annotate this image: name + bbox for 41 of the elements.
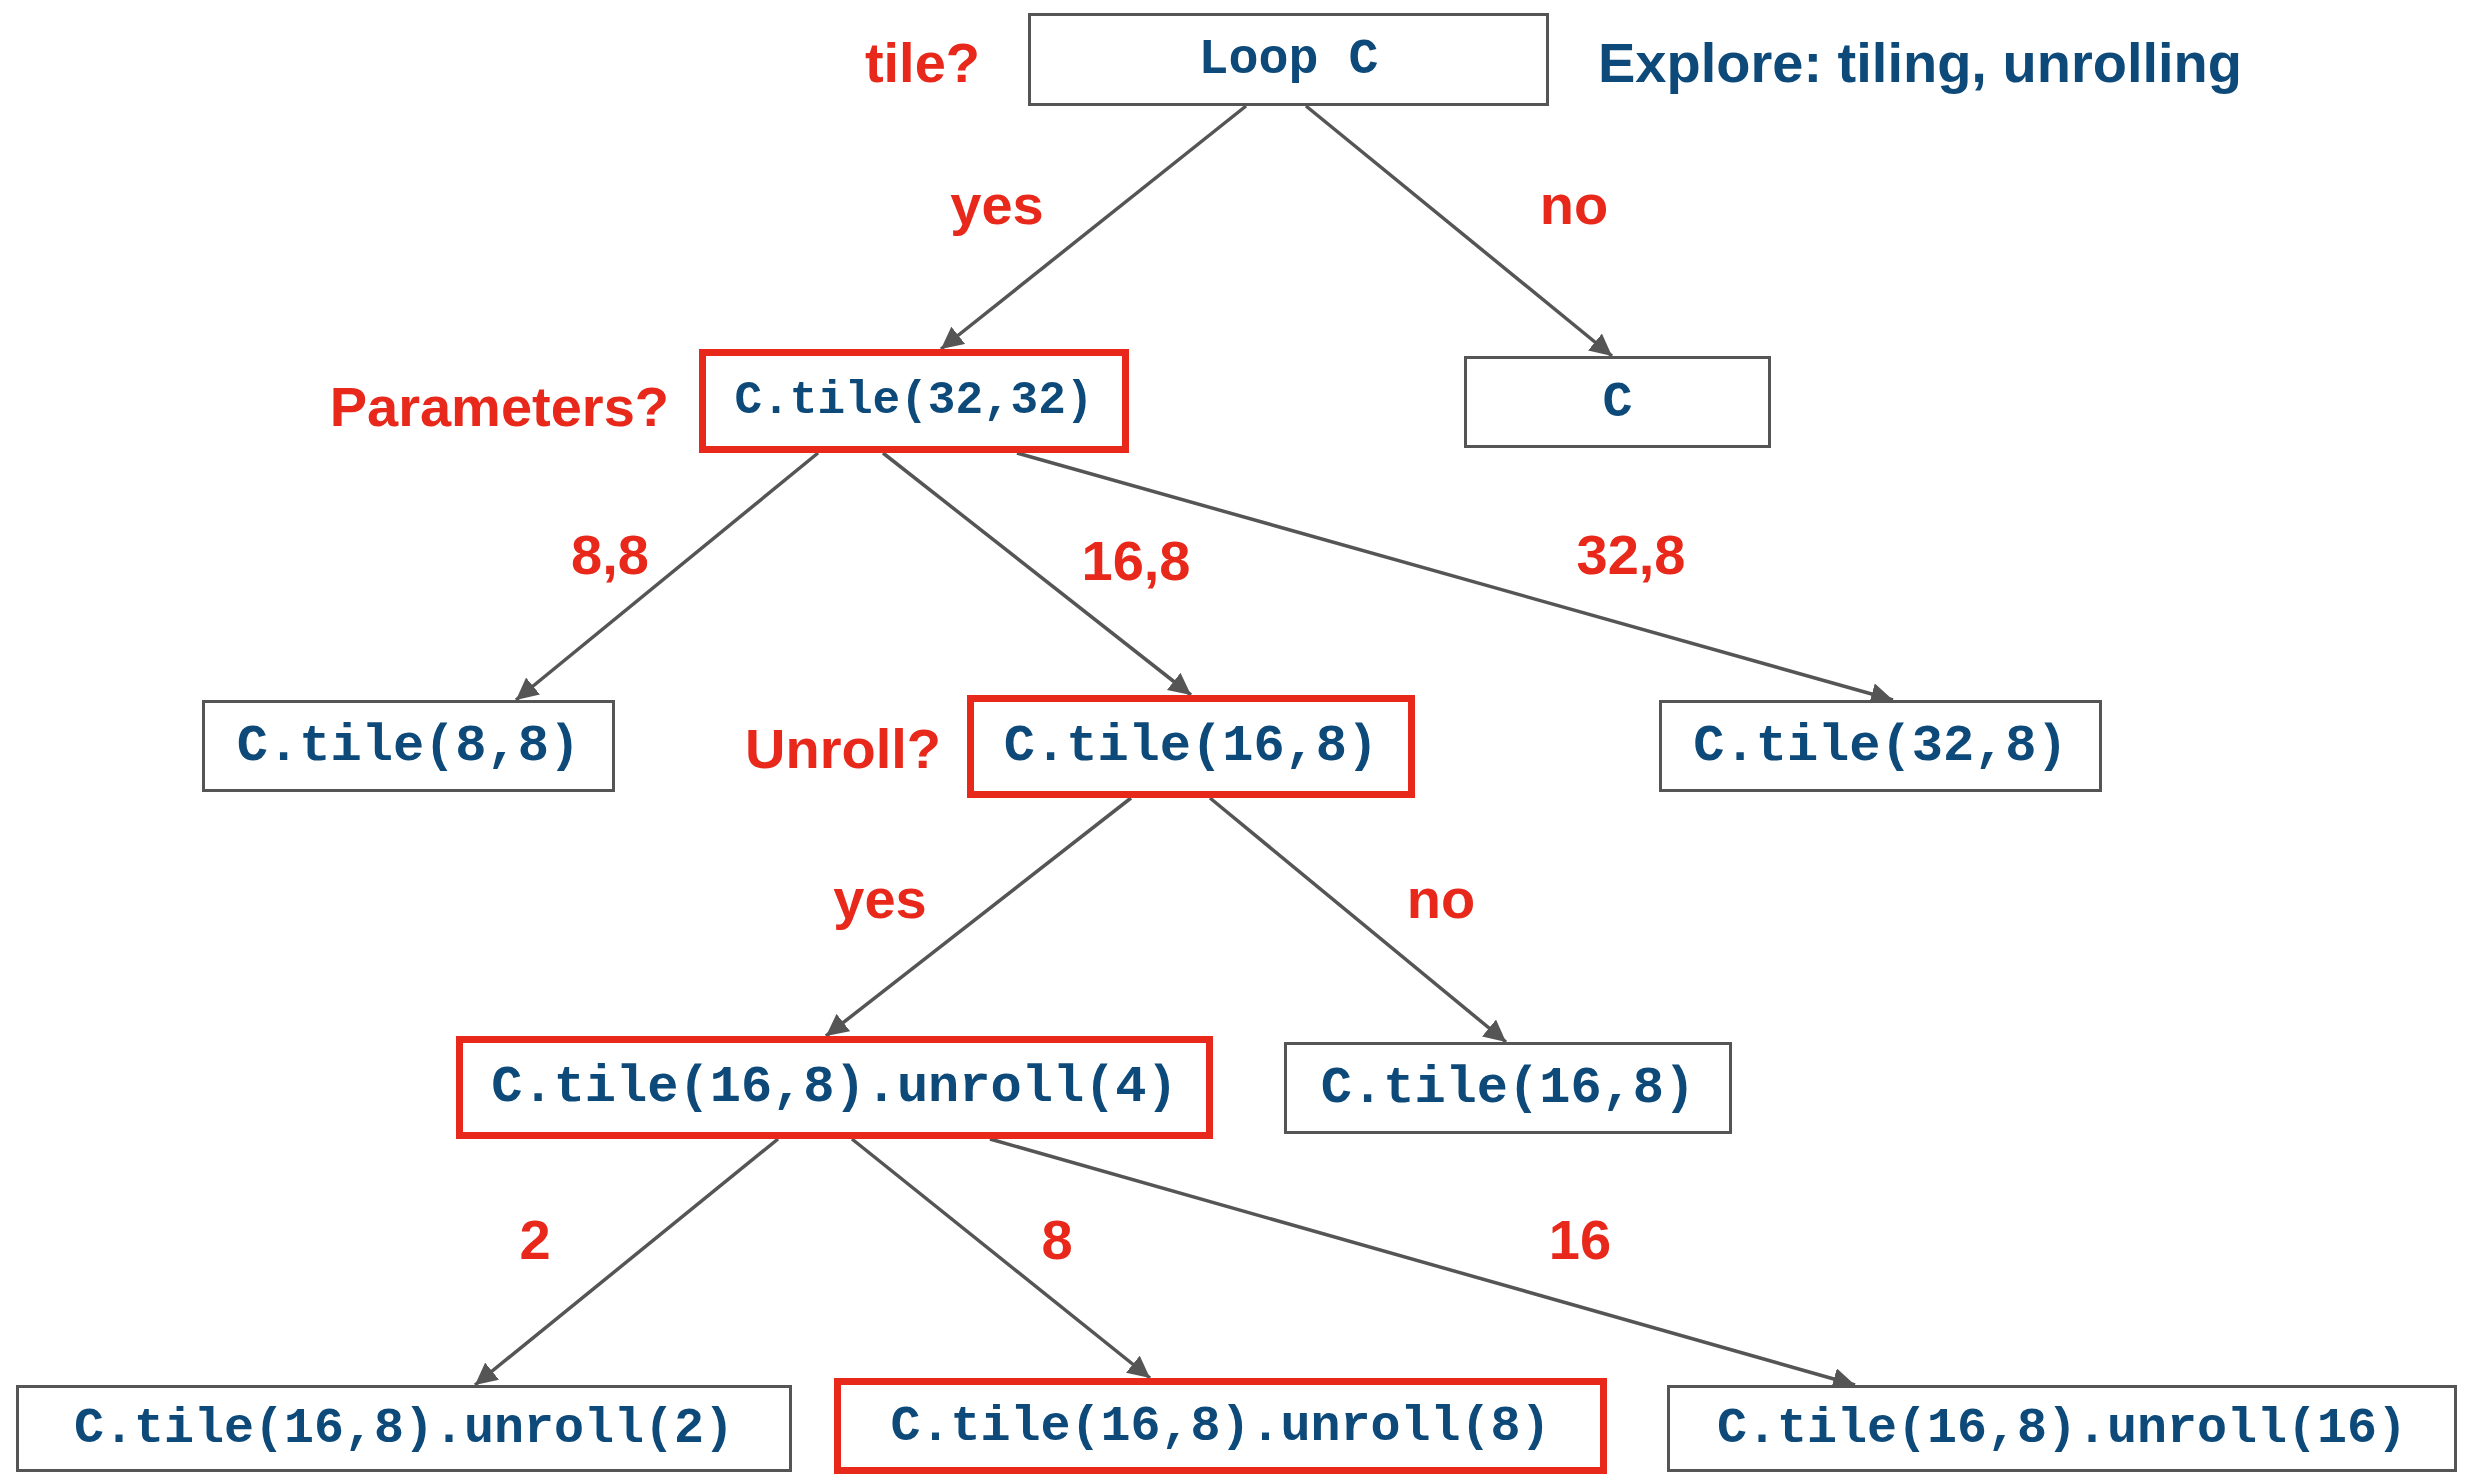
edge-label: 8,8 bbox=[571, 527, 649, 583]
edge-label: no bbox=[1539, 177, 1609, 233]
arrow bbox=[473, 1137, 780, 1387]
arrow bbox=[1304, 104, 1614, 358]
code-text: C bbox=[1602, 373, 1633, 431]
code-box bbox=[1659, 700, 2102, 792]
edge-label: 16,8 bbox=[1081, 533, 1191, 589]
code-text: C.tile(16,8) bbox=[1320, 1058, 1696, 1118]
code-text: C.tile(8,8) bbox=[236, 716, 581, 776]
arrow bbox=[824, 796, 1133, 1038]
edge-label: 8 bbox=[1041, 1212, 1073, 1268]
code-box bbox=[1464, 356, 1771, 448]
code-box bbox=[1028, 13, 1549, 106]
code-text: C.tile(16,8).unroll(16) bbox=[1716, 1400, 2408, 1457]
code-box bbox=[16, 1385, 792, 1472]
highlighted-code-box bbox=[456, 1036, 1213, 1139]
code-box bbox=[1284, 1042, 1732, 1134]
code-text: C.tile(16,8).unroll(8) bbox=[890, 1397, 1551, 1455]
arrow bbox=[850, 1137, 1152, 1380]
code-text: C.tile(16,8) bbox=[1003, 717, 1379, 776]
code-text: C.tile(32,32) bbox=[734, 375, 1094, 427]
edge-label: 32,8 bbox=[1576, 527, 1686, 583]
code-text: C.tile(16,8).unroll(2) bbox=[73, 1400, 735, 1457]
question-label: tile? bbox=[864, 35, 980, 91]
highlighted-code-box bbox=[967, 695, 1415, 798]
arrow bbox=[939, 104, 1248, 351]
code-text: C.tile(16,8).unroll(4) bbox=[491, 1058, 1178, 1117]
arrow bbox=[514, 451, 820, 702]
question-label: Unroll? bbox=[745, 721, 941, 777]
edge-label: 16 bbox=[1548, 1212, 1612, 1268]
highlighted-code-box bbox=[699, 349, 1129, 453]
code-text: C.tile(32,8) bbox=[1693, 716, 2068, 776]
question-label: Parameters? bbox=[329, 379, 669, 435]
code-box bbox=[1667, 1385, 2457, 1472]
edge-label: no bbox=[1406, 871, 1476, 927]
arrow bbox=[881, 451, 1193, 697]
code-text: Loop C bbox=[1198, 31, 1379, 88]
code-box bbox=[202, 700, 615, 792]
highlighted-code-box bbox=[834, 1378, 1607, 1474]
edge-label: 2 bbox=[519, 1212, 551, 1268]
arrow bbox=[1208, 796, 1508, 1044]
